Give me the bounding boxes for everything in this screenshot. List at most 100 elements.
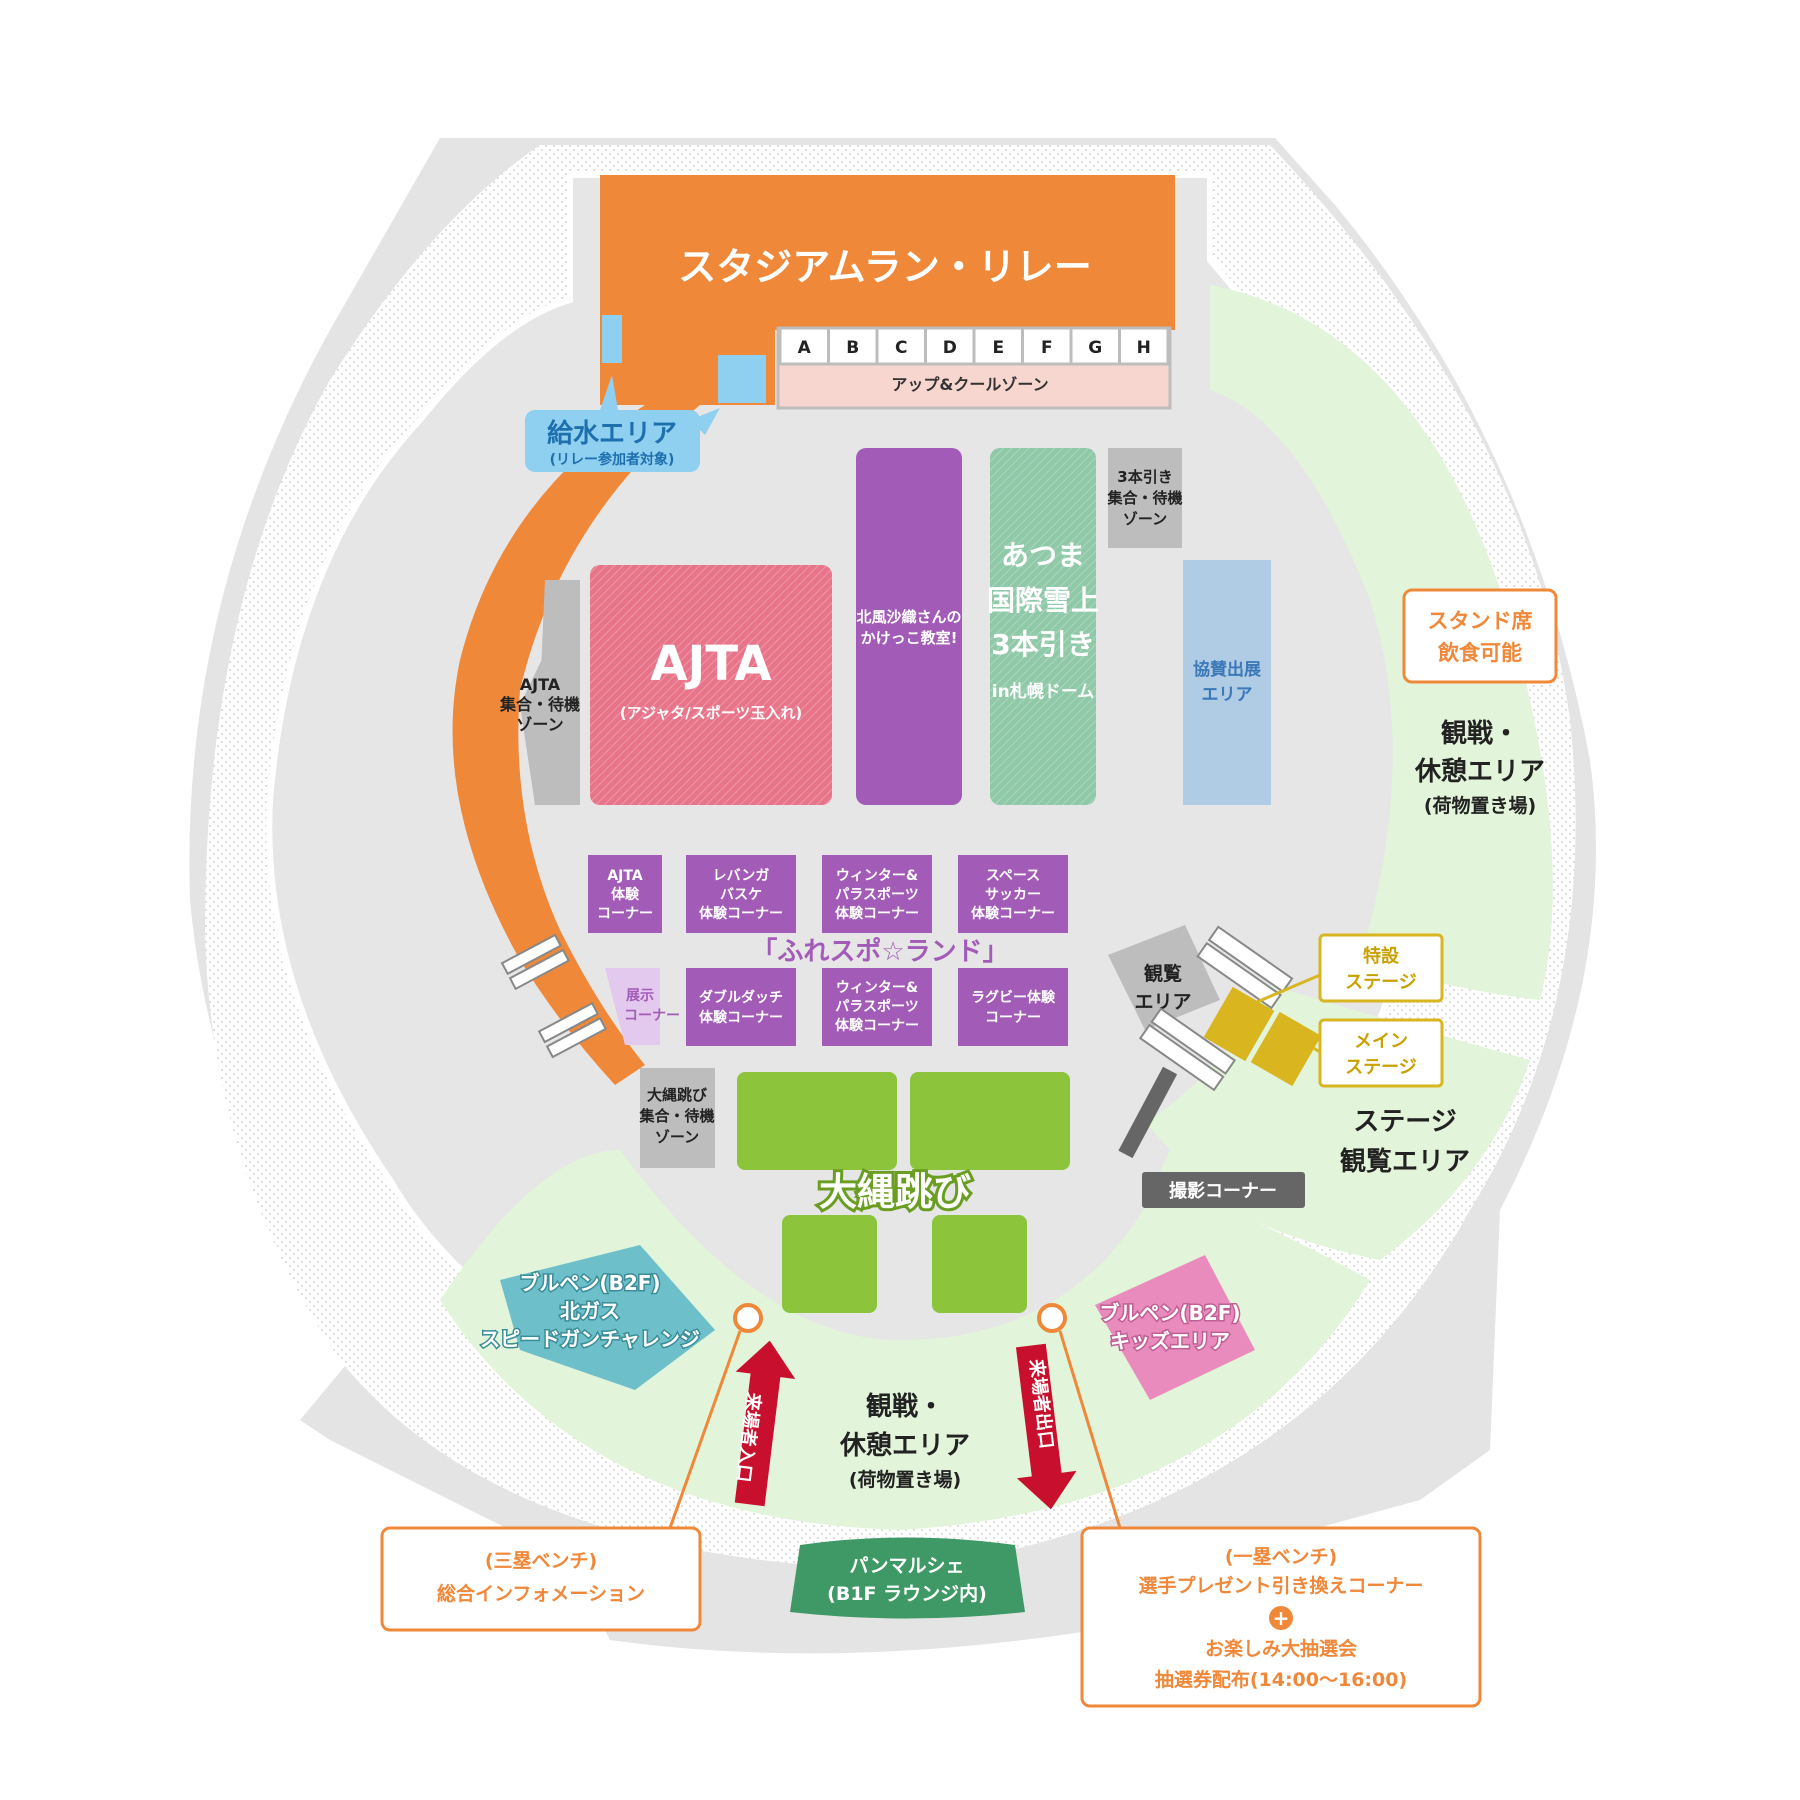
- main-stage-l1: メイン: [1354, 1031, 1408, 1052]
- kitakaze-area[interactable]: [856, 448, 962, 805]
- main-stage-block[interactable]: [1250, 1011, 1322, 1087]
- corner-rugby[interactable]: [958, 968, 1068, 1046]
- info-right-l2: 選手プレゼント引き換えコーナー: [1138, 1574, 1423, 1597]
- ajta-area-texture: [590, 565, 832, 805]
- relay-lane-label: H: [1137, 338, 1151, 358]
- water-callout-pointer-2: [690, 408, 720, 435]
- corner-double-dutch[interactable]: [686, 968, 796, 1046]
- main-stage-box[interactable]: [1318, 1018, 1444, 1088]
- relay-lane-a[interactable]: [778, 326, 830, 366]
- special-stage-l2: ステージ: [1345, 972, 1417, 993]
- rope-title: 大縄跳び: [819, 1170, 971, 1214]
- watch-right-sub: (荷物置き場): [1424, 794, 1536, 817]
- sponsor-l2: エリア: [1202, 685, 1253, 705]
- corner-levanga-basket[interactable]: [686, 855, 796, 933]
- photo-corner-label: 撮影コーナー: [1169, 1180, 1277, 1202]
- watch-bottom-l2: 休憩エリア: [839, 1430, 970, 1461]
- relay-lane-h[interactable]: [1118, 326, 1170, 366]
- corner-dd-l2: 体験コーナー: [699, 1009, 783, 1026]
- corner-levanga-l2: バスケ: [720, 887, 762, 903]
- stairs-stage: [1138, 925, 1294, 1092]
- tug-wait-l3: ゾーン: [1123, 510, 1167, 528]
- tug-wait-zone: [1108, 448, 1182, 548]
- rope-area-3[interactable]: [782, 1215, 877, 1313]
- atsuma-sub: in札幌ドーム: [992, 681, 1094, 702]
- stand-seat-box[interactable]: [1402, 588, 1558, 684]
- special-stage-l1: 特設: [1363, 945, 1400, 967]
- exit-leader: [1058, 1330, 1122, 1529]
- tug-wait-l2: 集合・待機: [1106, 489, 1182, 507]
- watch-bottom-sub: (荷物置き場): [849, 1468, 961, 1491]
- bullpen-left-l3: スピードガンチャレンジ: [480, 1327, 700, 1351]
- sponsor-area[interactable]: [1183, 560, 1271, 805]
- corner-winter-para-2[interactable]: [822, 968, 932, 1046]
- fureaspo-land-label: 「ふれスポ☆ランド」: [751, 936, 1008, 967]
- special-stage-box[interactable]: [1318, 933, 1444, 1003]
- stage-view-l2: 観覧エリア: [1340, 1146, 1470, 1177]
- main-stage-pointer: [1299, 1038, 1321, 1054]
- corner-winter1-l3: 体験コーナー: [835, 905, 919, 922]
- plus-icon: [1269, 1606, 1293, 1630]
- stand-seat-l1: スタンド席: [1428, 609, 1533, 633]
- pan-marche-box[interactable]: [790, 1537, 1025, 1619]
- tenji-corner: [605, 968, 660, 1045]
- info-left-box[interactable]: [380, 1526, 702, 1632]
- relay-lane-label: A: [798, 338, 812, 358]
- stairs-left: [500, 933, 608, 1059]
- info-left-l1: (三塁ベンチ): [485, 1550, 597, 1572]
- relay-lane-label: C: [895, 338, 907, 358]
- water-sub: (リレー参加者対象): [550, 451, 675, 468]
- rope-wait-l2: 集合・待機: [638, 1107, 714, 1125]
- corner-levanga-l1: レバンガ: [713, 868, 770, 884]
- relay-lane-label: E: [992, 338, 1004, 358]
- water-callout-pointer: [600, 375, 618, 410]
- water-callout[interactable]: [525, 410, 700, 472]
- rope-area-4[interactable]: [932, 1215, 1027, 1313]
- rope-wait-l1: 大縄跳び: [647, 1086, 707, 1104]
- stand-seat-l2: 飲食可能: [1437, 641, 1522, 665]
- tenji-l2: コーナー: [624, 1008, 680, 1024]
- corner-ajta-experience[interactable]: [588, 855, 662, 933]
- corner-winter1-l2: パラスポーツ: [835, 886, 918, 903]
- rope-area-2[interactable]: [910, 1072, 1070, 1170]
- kitakaze-l2: かけっこ教室!: [861, 629, 958, 647]
- ajta-wait-l1: AJTA: [520, 675, 561, 694]
- stage-riser: [1118, 1066, 1178, 1159]
- entrance-marker[interactable]: [733, 1303, 763, 1333]
- upcool-label: アップ&クールゾーン: [891, 375, 1048, 394]
- photo-corner-box[interactable]: [1142, 1172, 1305, 1208]
- view-area-l1: 観覧: [1144, 962, 1182, 985]
- info-left-l2: 総合インフォメーション: [437, 1582, 645, 1605]
- kitakaze-l1: 北風沙織さんの: [856, 608, 961, 626]
- ajta-wait-l2: 集合・待機: [499, 695, 580, 714]
- rope-wait-zone: [640, 1068, 715, 1168]
- ajta-wait-zone-slab: [535, 580, 580, 805]
- atsuma-l3: 3本引き: [991, 628, 1094, 661]
- corner-winter2-l3: 体験コーナー: [835, 1017, 919, 1034]
- corner-soccer-l1: スペース: [986, 868, 1040, 884]
- info-right-l1: (一塁ベンチ): [1225, 1546, 1337, 1568]
- corner-soccer-l2: サッカー: [985, 887, 1041, 903]
- corner-soccer-l3: 体験コーナー: [971, 905, 1055, 922]
- bullpen-left[interactable]: [500, 1245, 715, 1390]
- corner-winter2-l2: パラスポーツ: [835, 998, 918, 1015]
- special-stage-block[interactable]: [1203, 986, 1275, 1062]
- relay-lane-c[interactable]: [875, 326, 927, 366]
- tug-wait-l1: 3本引き: [1117, 468, 1172, 486]
- corner-rugby-l2: コーナー: [985, 1010, 1041, 1026]
- relay-lane-label: B: [846, 338, 859, 358]
- relay-title: スタジアムラン・リレー: [678, 245, 1091, 289]
- rope-area-1[interactable]: [737, 1072, 897, 1170]
- view-area-l2: エリア: [1134, 991, 1191, 1013]
- atsuma-l2: 国際雪上: [987, 584, 1099, 617]
- bullpen-right[interactable]: [1095, 1255, 1255, 1400]
- exit-marker[interactable]: [1037, 1303, 1067, 1333]
- corner-ajta-l1: AJTA: [607, 868, 643, 884]
- corner-winter-para-1[interactable]: [822, 855, 932, 933]
- tenji-l1: 展示: [626, 988, 654, 1004]
- corner-space-soccer[interactable]: [958, 855, 1068, 933]
- stage-view-l1: ステージ: [1353, 1107, 1456, 1137]
- pan-l1: パンマルシェ: [850, 1555, 965, 1577]
